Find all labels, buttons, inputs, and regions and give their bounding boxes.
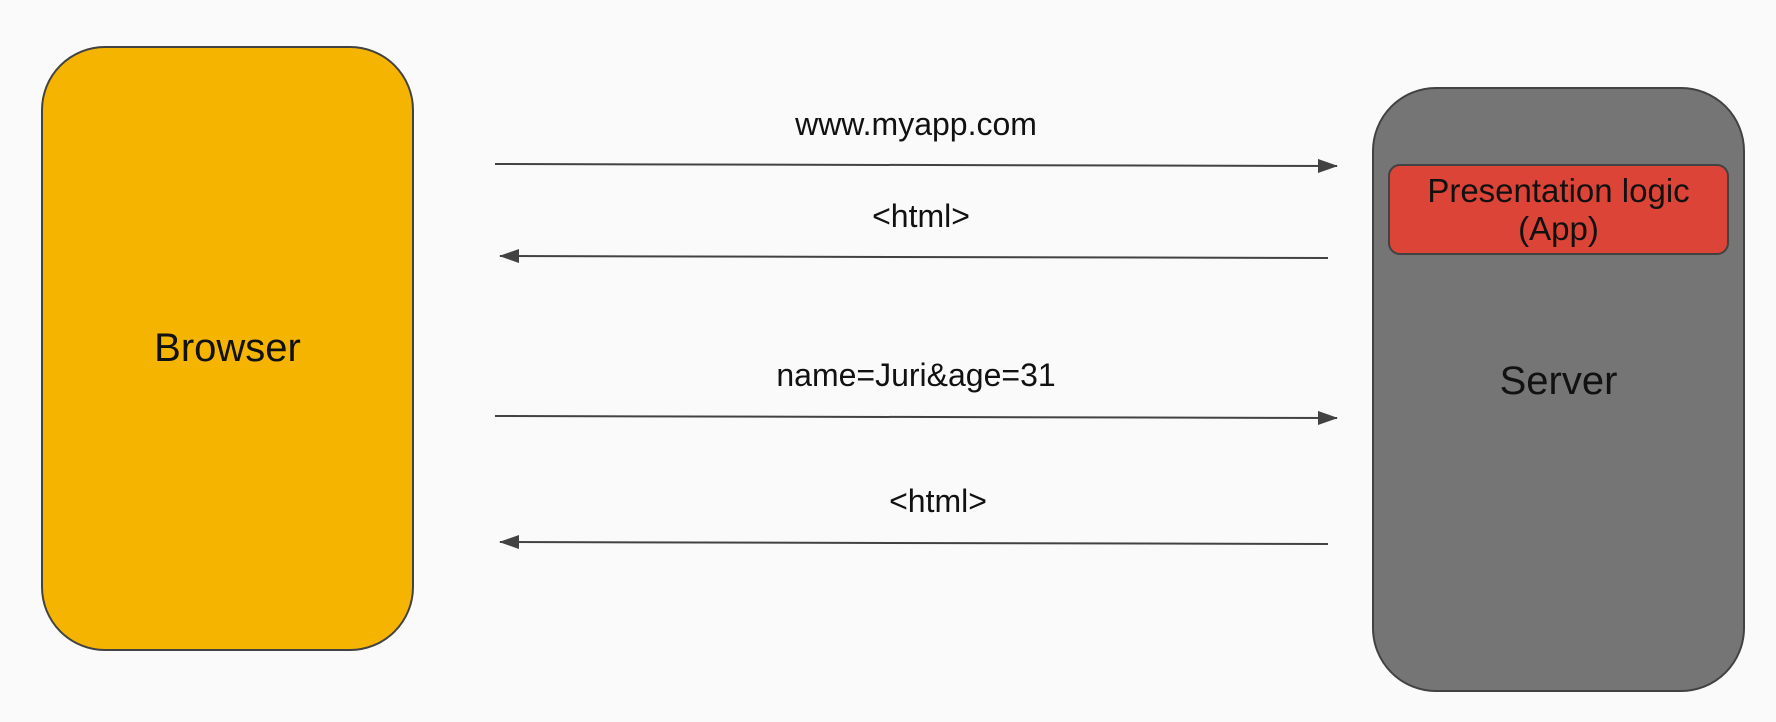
response-arrow-1 xyxy=(499,249,1329,264)
app-label-line2: (App) xyxy=(1518,209,1599,247)
request-1-label: www.myapp.com xyxy=(795,106,1037,142)
request-arrow-2 xyxy=(494,410,1338,425)
response-arrow-2 xyxy=(499,535,1329,550)
request-arrow-1 xyxy=(494,158,1338,173)
presentation-logic-app-node: Presentation logic (App) xyxy=(1388,164,1729,255)
response-1-label: <html> xyxy=(872,198,970,234)
request-2-label: name=Juri&age=31 xyxy=(776,357,1056,393)
browser-node: Browser xyxy=(41,46,414,651)
response-2-label: <html> xyxy=(889,483,987,519)
app-label-line1: Presentation logic xyxy=(1427,171,1690,209)
browser-label: Browser xyxy=(154,326,301,370)
server-label: Server xyxy=(1499,359,1618,403)
server-node: Presentation logic (App) Server xyxy=(1372,87,1745,692)
